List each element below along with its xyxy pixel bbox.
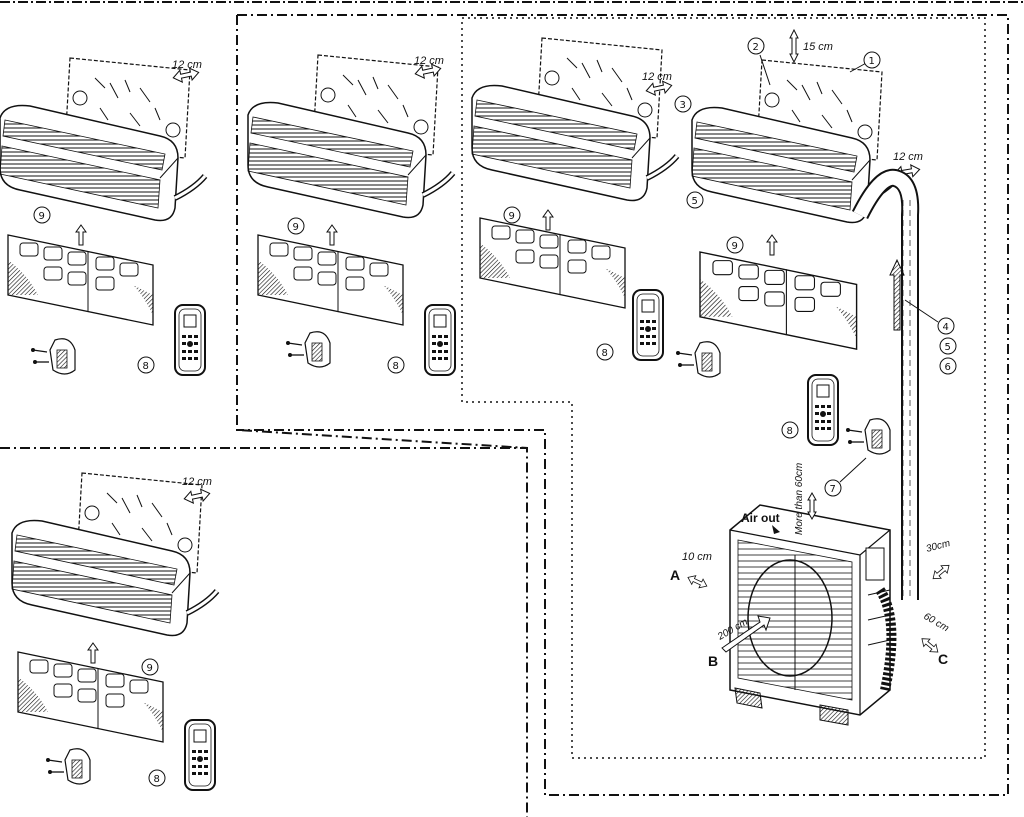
callout-circle xyxy=(824,479,842,497)
callout-number: 7 xyxy=(830,484,836,495)
panel-5: 12 cm 9 8 xyxy=(12,473,217,791)
remote-control-icon xyxy=(424,304,456,376)
dim-label: 60 cm xyxy=(922,611,951,634)
dim-label: 12 cm xyxy=(414,55,444,67)
callout-circle xyxy=(596,343,614,361)
air-out-arrow-icon xyxy=(772,525,780,534)
indoor-unit xyxy=(248,55,453,218)
callout-number: 6 xyxy=(945,362,951,373)
callout-circle xyxy=(148,769,166,787)
callout-number: 1 xyxy=(869,56,875,67)
dim-label: 15 cm xyxy=(803,41,833,53)
callout-number: 8 xyxy=(787,426,793,437)
remote-holder xyxy=(30,338,76,375)
callout-number: 9 xyxy=(293,222,299,233)
dim-label: 30cm xyxy=(925,538,951,555)
point-a-label: A xyxy=(670,567,680,583)
callout-circle xyxy=(674,95,692,113)
callout-number: 8 xyxy=(602,348,608,359)
remote-holder xyxy=(675,341,721,378)
panel-4: 1 2 15 cm 3 5 12 cm 9 4 5 6 xyxy=(670,28,957,726)
remote-holder xyxy=(45,748,91,785)
callout-circle xyxy=(137,356,155,374)
callout-number: 4 xyxy=(943,322,949,333)
up-arrow-icon xyxy=(326,224,338,246)
up-arrow-icon xyxy=(542,209,554,231)
callout-circle xyxy=(141,658,159,676)
callout-number: 9 xyxy=(732,241,738,252)
airflow-arrow-icon xyxy=(721,615,771,653)
clearance-arrow xyxy=(929,561,953,583)
callout-number: 9 xyxy=(147,663,153,674)
air-filter xyxy=(479,217,626,309)
callout-number: 8 xyxy=(393,361,399,372)
callout-circle xyxy=(33,206,51,224)
callout-number: 2 xyxy=(753,42,759,53)
callout-number: 5 xyxy=(692,196,698,207)
panel-2: 12 cm 9 8 xyxy=(248,55,456,376)
remote-holder xyxy=(845,418,891,455)
callout-circle xyxy=(686,191,704,209)
point-b-label: B xyxy=(708,653,718,669)
dim-label: 10 cm xyxy=(682,551,712,563)
callout-circle xyxy=(939,357,957,375)
air-filter xyxy=(257,234,404,326)
callout-circle xyxy=(939,337,957,355)
up-arrow-icon xyxy=(766,234,778,256)
dim-label: 12 cm xyxy=(172,59,202,71)
callout-number: 5 xyxy=(945,342,951,353)
callout-circle xyxy=(781,421,799,439)
indoor-unit xyxy=(472,38,677,201)
callout-number: 9 xyxy=(39,211,45,222)
callout-circle xyxy=(863,51,881,69)
dim-label: More than 60cm xyxy=(794,463,805,535)
remote-control-icon xyxy=(184,719,216,791)
remote-control-icon xyxy=(632,289,664,361)
remote-control-icon xyxy=(174,304,206,376)
outdoor-unit xyxy=(729,504,897,726)
up-arrow-icon xyxy=(75,224,87,246)
clearance-arrow xyxy=(807,491,817,521)
callout-circle xyxy=(937,317,955,335)
clearance-arrow xyxy=(685,572,710,591)
panel-3: 12 cm 9 8 xyxy=(472,38,721,378)
callout-number: 8 xyxy=(143,361,149,372)
air-out-label: Air out xyxy=(741,511,780,525)
clearance-arrow xyxy=(789,28,799,64)
callout-number: 8 xyxy=(154,774,160,785)
remote-control-icon xyxy=(807,374,839,446)
dim-label: 12 cm xyxy=(182,476,212,488)
dim-label: 12 cm xyxy=(893,151,923,163)
callout-circle xyxy=(287,217,305,235)
air-filter xyxy=(699,251,858,350)
up-arrow-icon xyxy=(87,642,99,664)
indoor-unit xyxy=(0,58,205,221)
callout-circle xyxy=(503,206,521,224)
callout-circle xyxy=(747,37,765,55)
dim-label: 12 cm xyxy=(642,71,672,83)
callout-circle xyxy=(726,236,744,254)
callout-circle xyxy=(387,356,405,374)
remote-holder xyxy=(285,331,331,368)
callout-number: 3 xyxy=(680,100,686,111)
air-filter xyxy=(7,234,154,326)
air-filter xyxy=(17,651,164,743)
point-c-label: C xyxy=(938,651,948,667)
panel-1: 12 cm 9 8 xyxy=(0,58,206,376)
callout-number: 9 xyxy=(509,211,515,222)
